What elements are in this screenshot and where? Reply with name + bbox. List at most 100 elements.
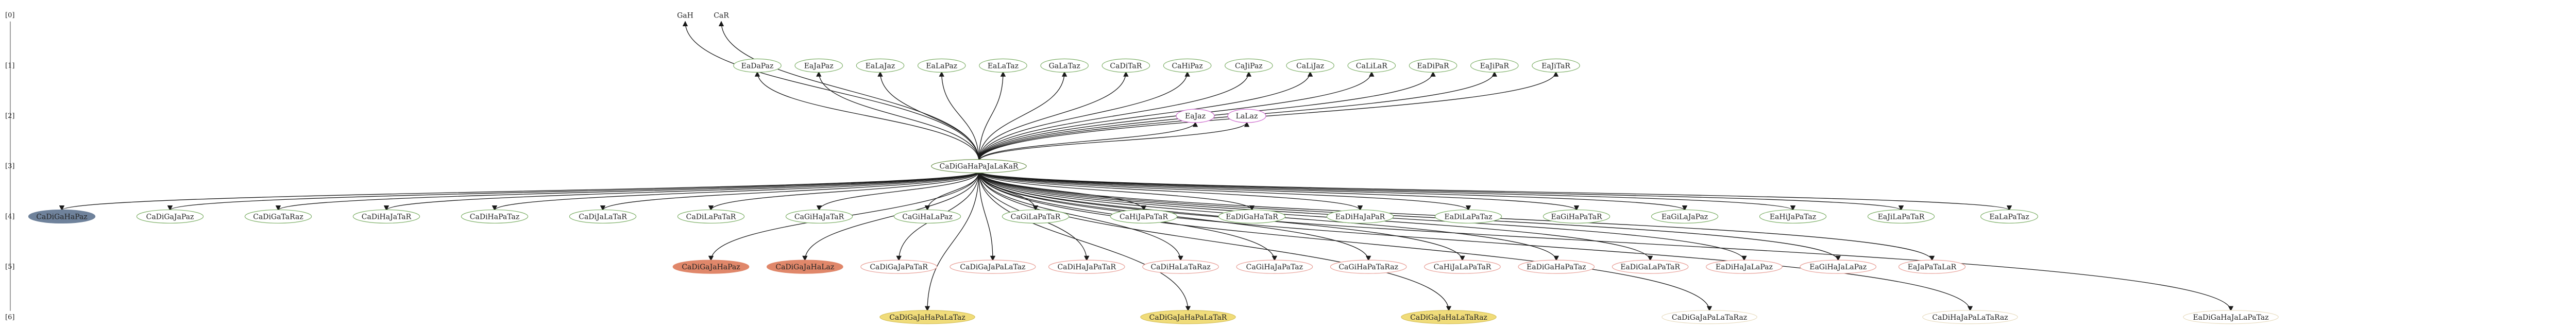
edge-root-to-t1n xyxy=(978,71,1559,161)
node-shape xyxy=(1286,58,1334,73)
node-shape xyxy=(1401,310,1497,324)
edge-root-to-t1h xyxy=(978,71,1190,161)
node-shape xyxy=(1140,310,1236,324)
node-label: EaJaz xyxy=(1185,112,1206,120)
lattice-node: CaDiGaJaHaLaz xyxy=(766,260,843,274)
edges xyxy=(59,21,2234,312)
node-label: EaLaPaTaz xyxy=(1989,213,2029,221)
edge-root-to-t0a xyxy=(682,21,979,161)
lattice-node: EaDiGaHaJaLaPaTaz xyxy=(2183,310,2279,324)
edge-root-to-t6b xyxy=(978,171,1191,312)
node-shape xyxy=(1424,260,1501,274)
node-label: CaDiGaJaHaPaLaTaz xyxy=(889,314,965,322)
node-label: EaDaPaz xyxy=(741,62,774,70)
edge-root-to-t1a xyxy=(754,71,979,161)
node-label: CaDiGaJaPaLaTaRaz xyxy=(1672,314,1747,322)
lattice-node: EaDiPaR xyxy=(1409,58,1458,73)
node-shape xyxy=(856,58,905,73)
lattice-node: CaLiLaR xyxy=(1347,58,1396,73)
edge-root-to-t1f xyxy=(978,71,1067,161)
lattice-node: EaJaz xyxy=(1176,109,1215,123)
node-label: CaHiJaLaPaTaR xyxy=(1434,263,1492,271)
node-shape xyxy=(860,260,938,274)
node-shape xyxy=(677,209,745,224)
node-label: EaDiGaLaPaTaR xyxy=(1620,263,1680,271)
node-shape xyxy=(766,260,843,274)
edge-root-to-t1i xyxy=(978,71,1251,161)
node-shape xyxy=(1225,58,1273,73)
lattice-node: EaGiHaPaTaR xyxy=(1543,209,1611,224)
edge-root-to-t4c xyxy=(276,171,979,211)
node-shape xyxy=(461,209,529,224)
node-shape xyxy=(1532,58,1580,73)
node-label: CaJiPaz xyxy=(1235,62,1263,70)
node-label: CaDiLaPaTaR xyxy=(686,213,736,221)
lattice-node: EaLaJaz xyxy=(856,58,905,73)
node-label: EaDiHaJaLaPaz xyxy=(1716,263,1773,271)
node-label: EaDiGaHaJaLaPaTaz xyxy=(2193,314,2268,322)
node-label: EaGiLaJaPaz xyxy=(1662,213,1708,221)
node-shape xyxy=(1326,209,1394,224)
tier-label: [0] xyxy=(5,12,14,20)
node-label: CaDiJaLaTaR xyxy=(579,213,627,221)
edge-root-to-t2a xyxy=(978,122,1198,161)
lattice-node: CaDiHaJaTaR xyxy=(352,209,420,224)
node-shape xyxy=(1759,209,1827,224)
node-label: CaDiGaJaPaTaR xyxy=(870,263,928,271)
edge-root-to-t4q xyxy=(978,171,1795,211)
lattice-node: EaJiLaPaTaR xyxy=(1867,209,1935,224)
lattice-node: CaDiHaPaTaz xyxy=(461,209,529,224)
lattice-node: EaHiJaPaTaz xyxy=(1759,209,1827,224)
edge-root-to-t1b xyxy=(816,71,979,161)
edge-root-to-t6f xyxy=(978,171,2234,312)
node-shape xyxy=(1040,58,1089,73)
node-label: CaGiHaLaPaz xyxy=(902,213,952,221)
node-shape xyxy=(672,260,750,274)
node-label: CaDiHaLaTaRaz xyxy=(1150,263,1210,271)
node-label: EaGiHaJaLaPaz xyxy=(1809,263,1867,271)
node-shape xyxy=(1409,58,1458,73)
node-shape xyxy=(569,209,637,224)
lattice-node: CaDiGaJaHaPaLaTaR xyxy=(1140,310,1236,324)
node-shape xyxy=(1330,260,1407,274)
node-shape xyxy=(1518,260,1595,274)
lattice-node: CaDiGaJaPaTaR xyxy=(860,260,938,274)
edge-root-to-t4o xyxy=(978,171,1579,211)
node-label: EaJaPaTaLaR xyxy=(1908,263,1957,271)
node-shape xyxy=(733,58,782,73)
node-label: CaDiTaR xyxy=(1110,62,1142,70)
lattice-node: EaJiPaR xyxy=(1470,58,1519,73)
node-label: CaGiLaPaTaR xyxy=(1011,213,1061,221)
node-shape xyxy=(1434,209,1502,224)
lattice-node: CaDiLaPaTaR xyxy=(677,209,745,224)
node-label: CaLiJaz xyxy=(1296,62,1324,70)
lattice-node: CaDiGaTaRaz xyxy=(244,209,312,224)
lattice-node: CaHiJaPaTaR xyxy=(1110,209,1178,224)
lattice-node: CaR xyxy=(714,12,729,20)
lattice-node: CaDiHaJaPaLaTaRaz xyxy=(1922,310,2018,324)
lattice-node: CaDiGaJaPaz xyxy=(136,209,204,224)
lattice-node: EaJiTaR xyxy=(1532,58,1580,73)
node-label: CaDiGaJaHaLaTaRaz xyxy=(1410,314,1487,322)
node-label: CaDiGaJaHaLaz xyxy=(775,263,834,271)
node-label: CaDiGaTaRaz xyxy=(253,213,303,221)
root-node: CaDiGaHaPaJaLaKaR xyxy=(931,159,1027,174)
node-label: CaDiGaJaPaz xyxy=(146,213,194,221)
node-label: CaR xyxy=(714,12,729,20)
edge-root-to-t4f xyxy=(600,171,979,211)
node-label: EaDiPaR xyxy=(1417,62,1449,70)
node-shape xyxy=(794,58,843,73)
lattice-node: EaLaTaz xyxy=(979,58,1027,73)
edge-root-to-t4e xyxy=(492,171,979,211)
lattice-node: EaDiLaPaTaz xyxy=(1434,209,1502,224)
edge-root-to-t4p xyxy=(978,171,1687,211)
edge-root-to-t1j xyxy=(978,71,1313,161)
node-label: EaLaPaz xyxy=(926,62,957,70)
node-shape xyxy=(1705,260,1783,274)
node-label: CaDiGaHaPaJaLaKaR xyxy=(940,163,1019,171)
node-label: CaLiLaR xyxy=(1356,62,1387,70)
edge-root-to-t4l xyxy=(978,171,1255,211)
lattice-node: CaGiHaPaTaRaz xyxy=(1330,260,1407,274)
node-label: CaHiJaPaTaR xyxy=(1120,213,1168,221)
